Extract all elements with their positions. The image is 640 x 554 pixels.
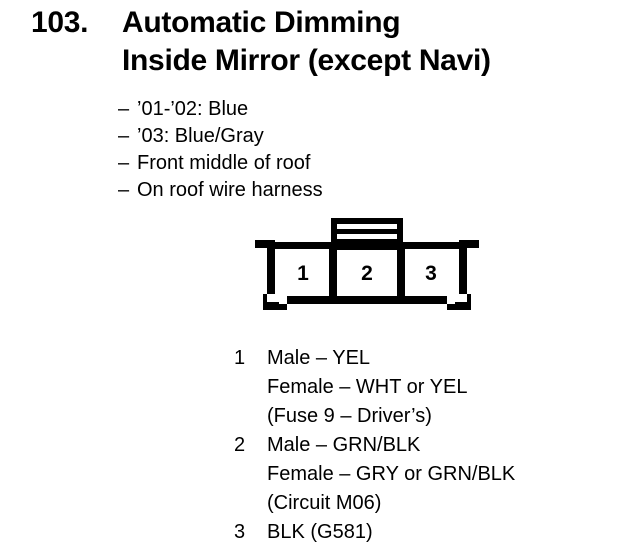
cavity-number-2: 2 xyxy=(361,262,373,285)
page-title: 103. Automatic Dimming Inside Mirror (exc… xyxy=(31,4,631,80)
title-number: 103. xyxy=(31,6,89,39)
spec-item: –Front middle of roof xyxy=(118,150,538,177)
title-line-1: 103. Automatic Dimming xyxy=(31,4,631,42)
legend-row: 0(Circuit M06) xyxy=(234,489,634,518)
legend-pin-number: 3 xyxy=(234,521,246,543)
legend-row: 0Female – WHT or YEL xyxy=(234,373,634,402)
legend-row: 3 BLK (G581) xyxy=(234,518,634,547)
legend-row: 2 Male – GRN/BLK xyxy=(234,431,634,460)
connector-outline-icon: 1 2 3 xyxy=(255,218,479,310)
bullet-dash-icon: – xyxy=(118,125,130,147)
spec-item: –’03: Blue/Gray xyxy=(118,123,538,150)
legend-line: Female – GRY or GRN/BLK xyxy=(267,463,516,485)
spec-item: –’01-’02: Blue xyxy=(118,96,538,123)
locking-tab-ridge-gap xyxy=(337,234,397,239)
legend-pin-number: 2 xyxy=(234,434,246,456)
title-line-2: Inside Mirror (except Navi) xyxy=(122,44,491,77)
legend-row: 0(Fuse 9 – Driver’s) xyxy=(234,402,634,431)
legend-group: 3 BLK (G581) xyxy=(234,518,634,547)
legend-row: 0Female – GRY or GRN/BLK xyxy=(234,460,634,489)
cavity-divider xyxy=(397,242,405,302)
spec-item-label: ’01-’02: Blue xyxy=(137,98,249,120)
legend-line: BLK (G581) xyxy=(267,521,373,543)
cavity-number-3: 3 xyxy=(425,262,437,285)
spec-item-label: On roof wire harness xyxy=(137,179,323,201)
legend-line: Female – WHT or YEL xyxy=(267,376,468,398)
legend-group: 2 Male – GRN/BLK 0Female – GRY or GRN/BLK… xyxy=(234,431,634,518)
locking-tab-ridge-gap xyxy=(337,224,397,229)
title-text-1: Automatic Dimming xyxy=(122,6,401,39)
legend-pin-number: 1 xyxy=(234,347,246,369)
bullet-dash-icon: – xyxy=(118,179,130,201)
bullet-dash-icon: – xyxy=(118,98,130,120)
bullet-dash-icon: – xyxy=(118,152,130,174)
legend-line: Male – YEL xyxy=(267,347,371,369)
spec-item-label: Front middle of roof xyxy=(137,152,311,174)
cavity-number-1: 1 xyxy=(297,262,309,285)
pin-legend: 1 Male – YEL 0Female – WHT or YEL 0(Fuse … xyxy=(234,344,634,547)
legend-line: Male – GRN/BLK xyxy=(267,434,421,456)
cavity-divider xyxy=(329,242,337,302)
connector-shell xyxy=(255,240,479,310)
legend-row: 1 Male – YEL xyxy=(234,344,634,373)
legend-group: 1 Male – YEL 0Female – WHT or YEL 0(Fuse … xyxy=(234,344,634,431)
legend-line: (Circuit M06) xyxy=(267,492,382,514)
legend-line: (Fuse 9 – Driver’s) xyxy=(267,405,432,427)
spec-item: –On roof wire harness xyxy=(118,177,538,204)
spec-list: –’01-’02: Blue –’03: Blue/Gray –Front mi… xyxy=(118,96,538,204)
spec-item-label: ’03: Blue/Gray xyxy=(137,125,264,147)
connector-diagram: 1 2 3 xyxy=(255,218,479,318)
